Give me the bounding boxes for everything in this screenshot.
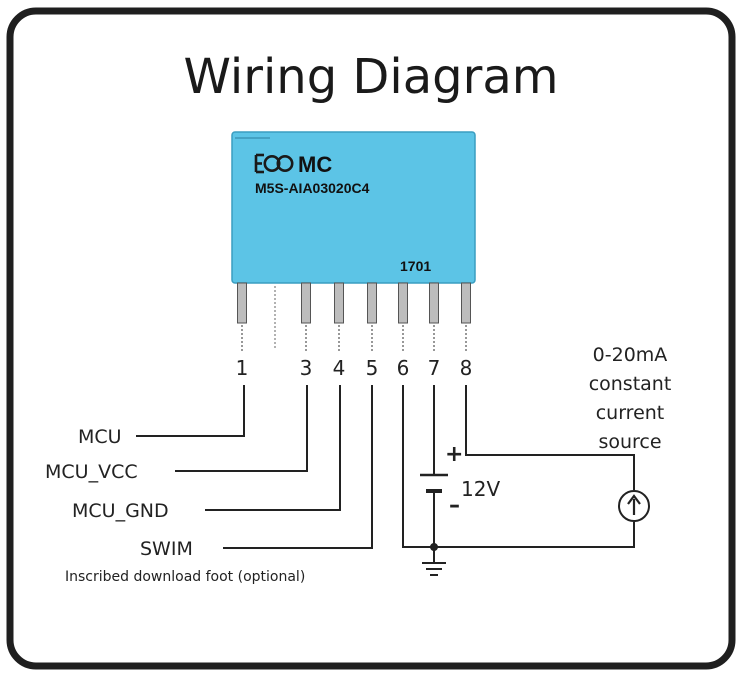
pin-number-3: 3 bbox=[300, 356, 313, 380]
pin-number-5: 5 bbox=[366, 356, 379, 380]
battery: + – 12V bbox=[420, 442, 500, 518]
pin-6 bbox=[398, 282, 408, 324]
battery-minus: – bbox=[449, 493, 460, 518]
label-mcu-gnd: MCU_GND bbox=[72, 500, 169, 522]
wire-pin4-gnd bbox=[205, 385, 341, 511]
pin-numbers: 1 3 4 5 6 7 8 bbox=[236, 356, 473, 380]
frame-border bbox=[6, 7, 736, 670]
chip-model: M5S-AIA03020C4 bbox=[255, 180, 370, 196]
label-mcu: MCU bbox=[78, 426, 122, 448]
chip: MC M5S-AIA03020C4 1701 bbox=[231, 131, 476, 284]
pin-number-8: 8 bbox=[460, 356, 473, 380]
wires bbox=[136, 385, 635, 562]
pin-8 bbox=[461, 282, 471, 324]
chip-brand: MC bbox=[298, 152, 332, 177]
chip-body bbox=[231, 131, 476, 284]
connection-labels: MCU MCU_VCC MCU_GND SWIM bbox=[45, 426, 193, 560]
swim-note: Inscribed download foot (optional) bbox=[65, 569, 305, 585]
current-source-icon bbox=[618, 490, 650, 522]
source-line-2: constant bbox=[589, 373, 672, 395]
source-line-3: current bbox=[596, 402, 665, 424]
chip-date-code: 1701 bbox=[400, 258, 431, 274]
pin-number-4: 4 bbox=[333, 356, 346, 380]
wire-pin3-vcc bbox=[175, 385, 308, 472]
pin-number-6: 6 bbox=[397, 356, 410, 380]
pin-4 bbox=[334, 282, 344, 324]
battery-plus: + bbox=[445, 442, 463, 467]
page-title: Wiring Diagram bbox=[183, 49, 558, 105]
pin-number-7: 7 bbox=[428, 356, 441, 380]
wire-pin8-source bbox=[465, 385, 635, 490]
current-source-label: 0-20mA constant current source bbox=[589, 344, 672, 453]
wire-pin1-mcu bbox=[136, 385, 245, 437]
label-mcu-vcc: MCU_VCC bbox=[45, 461, 138, 483]
source-line-4: source bbox=[598, 431, 661, 453]
pin-3 bbox=[301, 282, 311, 324]
source-line-1: 0-20mA bbox=[593, 344, 668, 366]
battery-voltage: 12V bbox=[461, 477, 500, 501]
wire-pin6-ground bbox=[402, 385, 635, 548]
pin-1 bbox=[237, 282, 247, 324]
chip-logo-icon bbox=[254, 153, 294, 174]
pin-7 bbox=[429, 282, 439, 324]
pin-number-1: 1 bbox=[236, 356, 249, 380]
label-swim: SWIM bbox=[140, 538, 193, 560]
chip-pins bbox=[237, 282, 471, 352]
ground-icon bbox=[422, 543, 446, 576]
pin-5 bbox=[367, 282, 377, 324]
wire-pin5-swim bbox=[223, 385, 373, 549]
